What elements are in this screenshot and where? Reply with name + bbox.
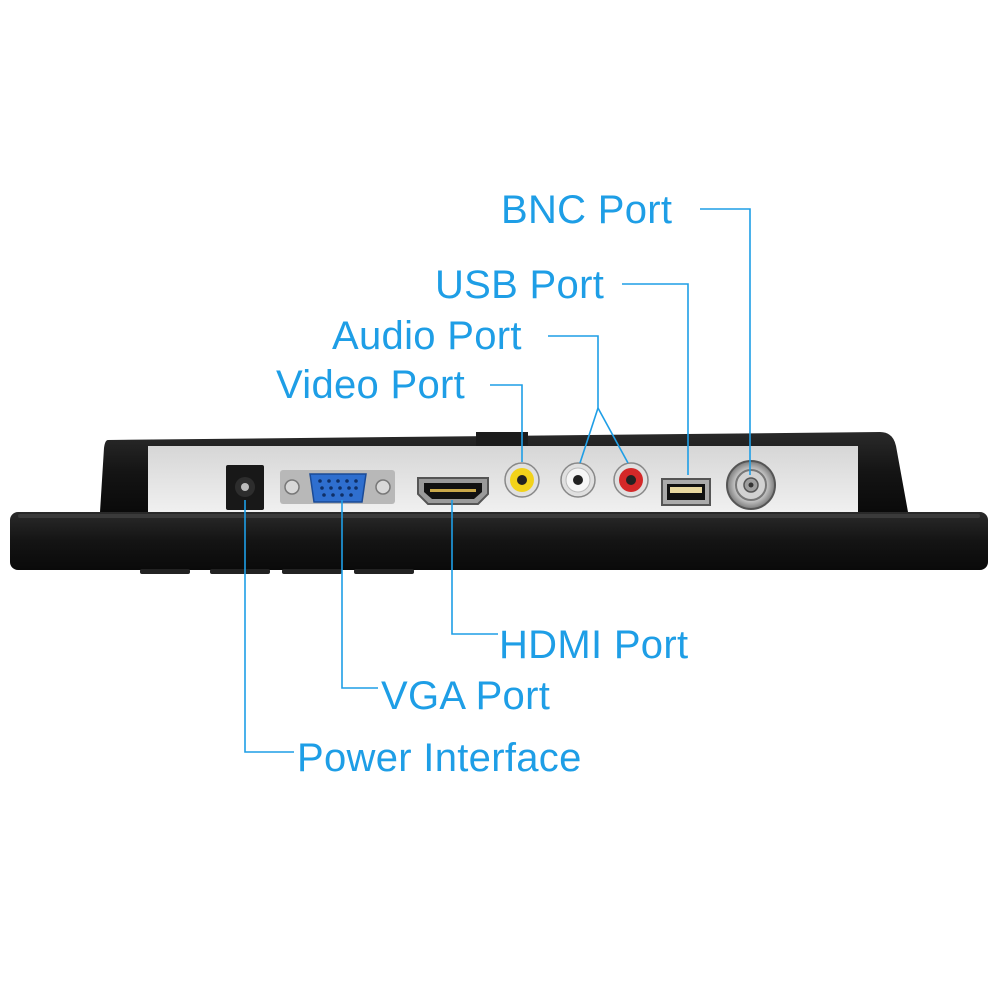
power-leader <box>244 500 294 753</box>
audio-leader-branch-right <box>597 407 629 464</box>
video-leader <box>490 384 523 462</box>
power-interface-label: Power Interface <box>297 736 582 780</box>
bezel-feet <box>140 569 414 574</box>
usb-port <box>661 478 711 506</box>
usb-leader <box>622 283 689 475</box>
power-jack <box>226 465 264 510</box>
audio-port-label: Audio Port <box>332 314 522 358</box>
monitor-bezel-bottom <box>10 512 988 570</box>
audio-leader <box>548 335 599 408</box>
vga-port-label: VGA Port <box>381 674 551 718</box>
vga-leader <box>341 500 378 689</box>
panel-notch <box>476 432 528 446</box>
bnc-leader <box>700 208 751 475</box>
callout-lines <box>244 208 751 753</box>
video-port-label: Video Port <box>276 363 466 407</box>
rca-audio-red-jack <box>613 462 649 498</box>
bnc-port <box>726 460 776 510</box>
bnc-port-label: BNC Port <box>501 188 673 232</box>
rca-video-jack <box>504 462 540 498</box>
hdmi-leader <box>451 500 498 635</box>
hdmi-port-label: HDMI Port <box>499 623 689 667</box>
usb-port-label: USB Port <box>435 263 605 307</box>
hdmi-connector <box>417 477 489 505</box>
vga-connector <box>280 470 395 504</box>
rca-audio-white-jack <box>560 462 596 498</box>
audio-leader-branch-left <box>579 407 599 464</box>
bezel-highlight <box>18 514 980 518</box>
